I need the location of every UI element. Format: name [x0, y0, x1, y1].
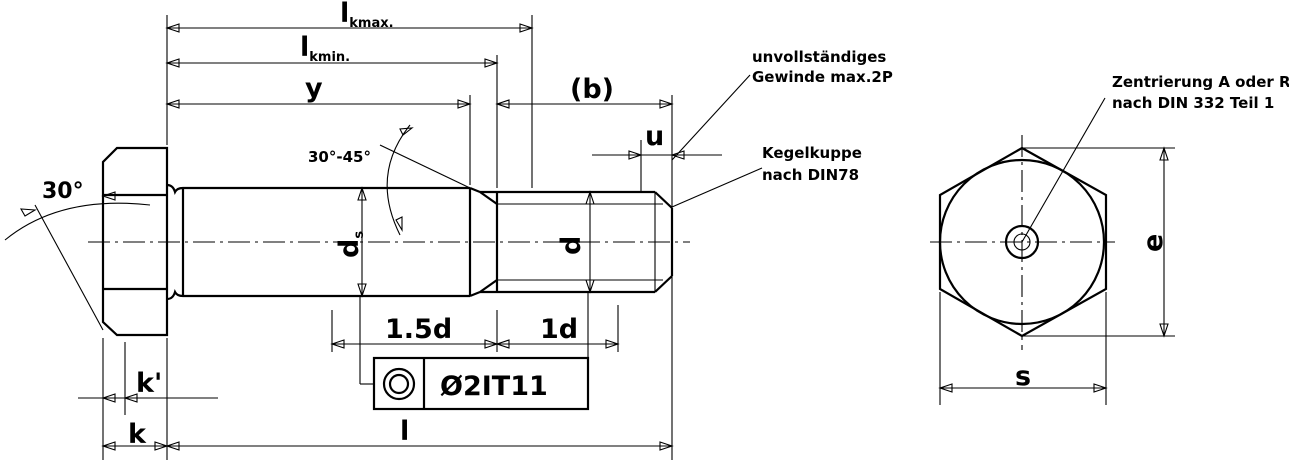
label-k: k: [128, 419, 147, 450]
note-thread-line1: unvollständiges: [752, 48, 886, 66]
note-cone-line2: nach DIN78: [762, 166, 859, 184]
label-b: (b): [570, 74, 614, 105]
label-1d: 1d: [540, 314, 578, 345]
dimension-lines: [78, 23, 722, 451]
label-angle-chamfer: 30°-45°: [308, 148, 371, 166]
extension-lines: [102, 15, 673, 460]
label-u: u: [645, 121, 664, 152]
label-1-5d: 1.5d: [385, 314, 452, 345]
label-ds: ds: [334, 231, 367, 258]
label-angle-head: 30°: [42, 179, 84, 204]
angle-marks: [4, 124, 471, 331]
label-lkmax: lkmax.: [340, 0, 394, 31]
label-d: d: [556, 236, 587, 255]
label-s: s: [1015, 361, 1031, 392]
note-center-line2: nach DIN 332 Teil 1: [1112, 94, 1274, 112]
label-tolerance: Ø2IT11: [440, 371, 548, 402]
bolt-shank: [166, 183, 674, 301]
label-y: y: [305, 73, 323, 104]
end-view: [930, 135, 1175, 405]
note-cone-line1: Kegelkuppe: [762, 144, 862, 162]
label-e: e: [1138, 234, 1169, 252]
label-k-prime: k': [136, 368, 162, 399]
note-thread-line2: Gewinde max.2P: [752, 68, 893, 86]
bolt-head: [101, 146, 169, 337]
tolerance-frame: [359, 292, 590, 411]
label-l: l: [400, 416, 409, 447]
note-center-line1: Zentrierung A oder R: [1112, 73, 1289, 91]
label-lkmin: lkmin.: [300, 32, 350, 65]
